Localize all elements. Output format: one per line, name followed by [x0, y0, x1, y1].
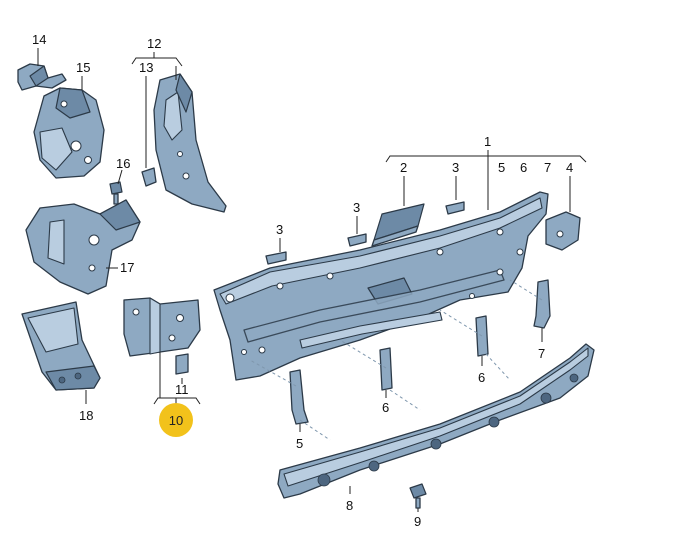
part-10-reinforcement-plate[interactable]	[123, 297, 201, 357]
part-1-rear-panel[interactable]	[213, 191, 549, 381]
part-2-bracket[interactable]	[371, 203, 425, 247]
part-16-bolt[interactable]	[109, 181, 123, 205]
part-18-side-member-end[interactable]	[21, 301, 101, 391]
callout-3-middle: 3	[353, 200, 360, 215]
part-13-clip[interactable]	[141, 167, 157, 187]
part-15-inner-panel[interactable]	[33, 87, 105, 179]
callout-3-left: 3	[276, 222, 283, 237]
callout-6-middle: 6	[382, 400, 389, 415]
part-17-rear-panel-bracket[interactable]	[25, 199, 141, 295]
callout-6-right: 6	[478, 370, 485, 385]
callout-4: 4	[566, 160, 573, 175]
leader-lines	[37, 48, 587, 512]
part-3-clip-middle[interactable]	[347, 233, 367, 247]
callout-3-top: 3	[452, 160, 459, 175]
callout-10-highlighted[interactable]: 10	[159, 403, 193, 437]
callout-9: 9	[414, 514, 421, 529]
callout-11: 11	[175, 382, 189, 397]
highlight-badge	[159, 403, 193, 437]
callout-labels: 14 15 12 13 16 17 18 11 1 2 3 5 6 7 4 3 …	[32, 32, 573, 529]
callout-8: 8	[346, 498, 353, 513]
callout-18: 18	[79, 408, 93, 423]
callout-13: 13	[139, 60, 153, 75]
part-11-clip[interactable]	[175, 353, 189, 375]
callout-7-bottom: 7	[538, 346, 545, 361]
callout-10: 10	[169, 413, 183, 428]
part-3-clip-left[interactable]	[265, 251, 287, 265]
callout-5-bottom: 5	[296, 436, 303, 451]
alignment-lines	[249, 279, 543, 441]
part-9-bolt[interactable]	[409, 483, 427, 509]
callout-17: 17	[120, 260, 134, 275]
callout-5-top: 5	[498, 160, 505, 175]
callout-2: 2	[400, 160, 407, 175]
callout-16: 16	[116, 156, 130, 171]
part-14-bracket[interactable]	[17, 63, 67, 91]
callout-1: 1	[484, 134, 491, 149]
callout-7-top: 7	[544, 160, 551, 175]
callout-14: 14	[32, 32, 46, 47]
part-3-clip-right[interactable]	[445, 201, 465, 215]
callout-6-top: 6	[520, 160, 527, 175]
callout-15: 15	[76, 60, 90, 75]
part-6-bracket-middle[interactable]	[379, 347, 393, 391]
callout-12: 12	[147, 36, 161, 51]
part-4-bracket[interactable]	[545, 211, 581, 251]
part-12-side-panel-section[interactable]	[153, 73, 227, 213]
part-8-cross-member[interactable]	[277, 343, 595, 499]
part-7-bracket[interactable]	[533, 279, 551, 329]
part-5-bracket-lower[interactable]	[289, 369, 309, 425]
